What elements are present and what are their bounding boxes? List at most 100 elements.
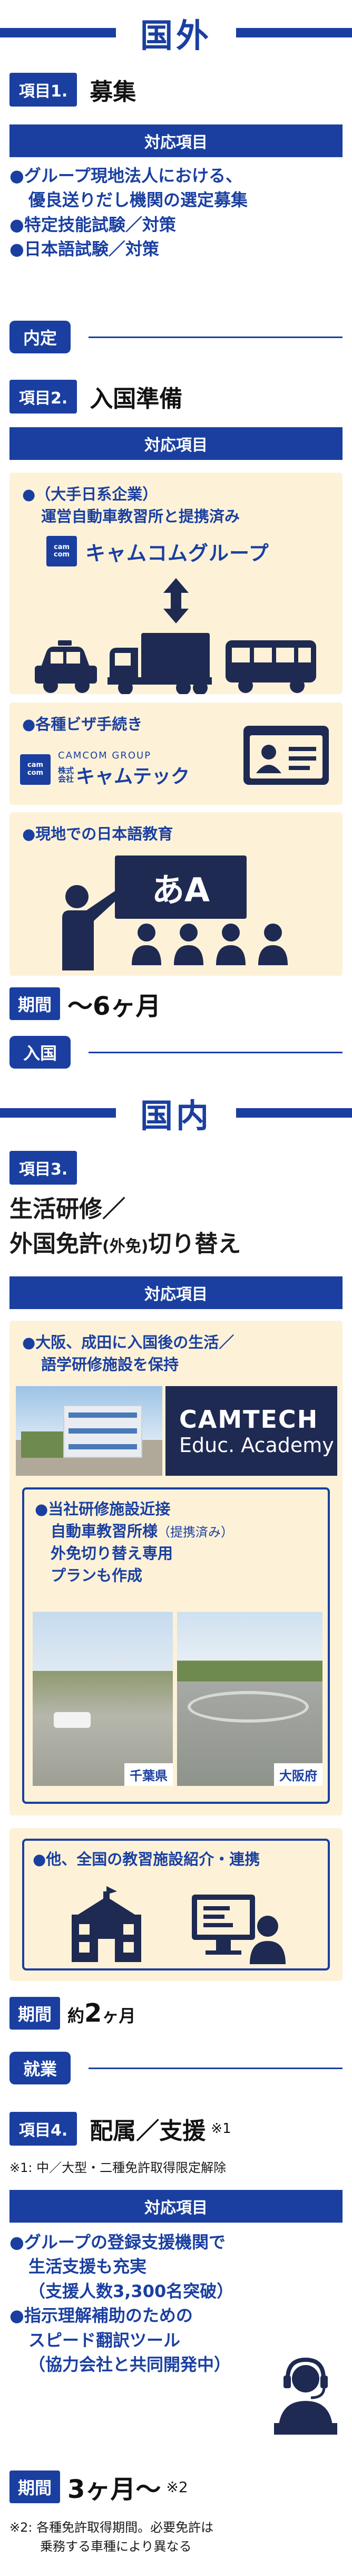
bullet: ●特定技能試験／対策 <box>9 214 176 235</box>
item-3-period: 期間 約2ヶ月 <box>9 1997 135 2030</box>
section-heading-abroad: 国外 <box>0 12 352 55</box>
section-title: 国内 <box>140 1097 212 1135</box>
name-part: (外免) <box>102 1237 149 1256</box>
partner-school-inner-box: ●当社研修施設近接 自動車教習所様（提携済み） 外免切り替え専用 プランも作成 … <box>22 1487 330 1804</box>
photo-caption: 千葉県 <box>124 1763 173 1786</box>
heading-bar <box>0 1108 116 1118</box>
bullet: （協力会社と共同開発中） <box>28 2354 231 2375</box>
photo-caption: 大阪府 <box>274 1763 322 1786</box>
logo-small-text: CAMCOM GROUP <box>58 750 152 761</box>
logo-corp-text: 株式会社 <box>58 765 74 784</box>
footnote-1: ※1: 中／大型・二種免許取得限定解除 <box>9 2160 227 2175</box>
truck-icon <box>107 633 212 694</box>
vehicles-illustration <box>35 578 316 694</box>
footnote-line: 乗務する車種により異なる <box>40 2539 192 2554</box>
bus-icon <box>226 640 316 693</box>
school-building-icon <box>72 1886 141 1962</box>
item-name-line: 外国免許(外免)切り替え <box>9 1227 241 1262</box>
stage-badge: 就業 <box>9 2052 71 2084</box>
logo-text: キャムテック <box>76 766 190 787</box>
item-3-name: 生活研修／ 外国免許(外免)切り替え <box>9 1192 241 1262</box>
blackboard-text: あA <box>152 871 210 909</box>
item-name-line: 生活研修／ <box>9 1196 125 1223</box>
operator-headset-icon <box>274 2357 337 2435</box>
up-down-arrow-icon <box>163 578 189 623</box>
training-facility-box: ●大阪、成田に入国後の生活／ 語学研修施設を保持 CAMTECH Educ. A… <box>9 1321 343 1815</box>
students-icon <box>132 924 288 965</box>
item-4-bullets: ●グループの登録支援機関で 生活支援も充実 （支援人数3,300名突破） ●指示… <box>9 2230 343 2377</box>
box-line: 語学研修施設を保持 <box>41 1356 179 1373</box>
building-photo <box>16 1386 162 1476</box>
facilities-illustration <box>72 1886 286 1964</box>
stage-line <box>89 2068 343 2069</box>
item-name: 募集 <box>90 79 136 105</box>
line-note: （提携済み） <box>158 1525 234 1540</box>
bullet: ●グループの登録支援機関で <box>9 2232 226 2252</box>
teacher-icon <box>62 885 120 970</box>
box-line-with-note: 自動車教習所様（提携済み） <box>51 1520 233 1542</box>
name-part: 切り替え <box>148 1231 241 1257</box>
blackboard: あA <box>115 856 247 919</box>
stage-naitei: 内定 <box>9 321 343 353</box>
item-name: 入国準備 <box>90 386 183 412</box>
item-4-period: 期間 3ヶ月〜 ※2 <box>9 2468 188 2505</box>
box-line: ●各種ビザ手続き <box>22 715 143 733</box>
stage-badge: 内定 <box>9 321 71 353</box>
stage-line <box>89 337 343 338</box>
box-line: ●当社研修施設近接 <box>35 1500 171 1518</box>
period-value: 約2ヶ月 <box>67 1998 135 2028</box>
item-label: 項目4. <box>9 2112 77 2146</box>
academy-subname: Educ. Academy <box>179 1434 334 1457</box>
bullet: ●日本語試験／対策 <box>9 239 159 259</box>
box-line: 運営自動車教習所と提携済み <box>41 507 240 525</box>
heading-bar <box>0 28 116 37</box>
classroom-illustration <box>62 885 288 970</box>
footnote-2: ※2: 各種免許取得期間。必要免許は 乗務する車種により異なる <box>9 2518 213 2556</box>
photo-chiba: 千葉県 <box>33 1612 173 1786</box>
bullet: スピード翻訳ツール <box>28 2330 181 2350</box>
bullet: 生活支援も充実 <box>28 2256 147 2277</box>
item-label: 項目3. <box>9 1151 77 1185</box>
building-window-row <box>69 1444 137 1449</box>
box-line: ●現地での日本語教育 <box>22 825 173 843</box>
course-curve-shape <box>188 1691 309 1723</box>
name-part: 外国免許 <box>9 1231 102 1257</box>
stage-line <box>89 1052 343 1053</box>
period-suffix: ヶ月 <box>102 2006 136 2026</box>
building-window-row <box>69 1412 137 1418</box>
bullet: （支援人数3,300名突破） <box>28 2281 234 2301</box>
bullet: ●グループ現地法人における、 <box>9 166 243 186</box>
box-line: ●（大手日系企業） <box>22 485 158 503</box>
box-line: 外免切り替え専用 <box>51 1544 173 1562</box>
item-label: 項目1. <box>9 73 77 107</box>
photo-osaka: 大阪府 <box>177 1612 322 1786</box>
heading-bar <box>236 28 352 37</box>
period-value: 〜6ヶ月 <box>67 992 161 1021</box>
stage-shugyo: 就業 <box>9 2052 343 2084</box>
item-1-header: 項目1. 募集 <box>9 73 136 107</box>
bullet: 優良送りだし機関の選定募集 <box>28 190 248 210</box>
period-label: 期間 <box>9 1997 61 2030</box>
item-label: 項目2. <box>9 380 77 414</box>
period-number: 2 <box>84 1998 102 2028</box>
other-facilities-inner: ●他、全国の教習施設紹介・連携 <box>22 1839 330 1971</box>
logo-text: キャムコムグループ <box>85 541 269 565</box>
academy-sign: CAMTECH Educ. Academy <box>165 1386 337 1476</box>
period-value: 3ヶ月〜 <box>67 2475 161 2504</box>
item-2-header: 項目2. 入国準備 <box>9 380 182 414</box>
other-facilities-box: ●他、全国の教習施設紹介・連携 <box>9 1828 343 1981</box>
period-label: 期間 <box>9 987 61 1020</box>
item-name: 配属／支援 <box>90 2118 206 2145</box>
id-card-icon <box>243 726 329 785</box>
item-4-header: 項目4. 配属／支援 ※1 <box>9 2112 231 2146</box>
footnote-line: ※2: 各種免許取得期間。必要免許は <box>9 2520 214 2535</box>
academy-name: CAMTECH <box>179 1405 319 1434</box>
period-label: 期間 <box>9 2471 61 2503</box>
